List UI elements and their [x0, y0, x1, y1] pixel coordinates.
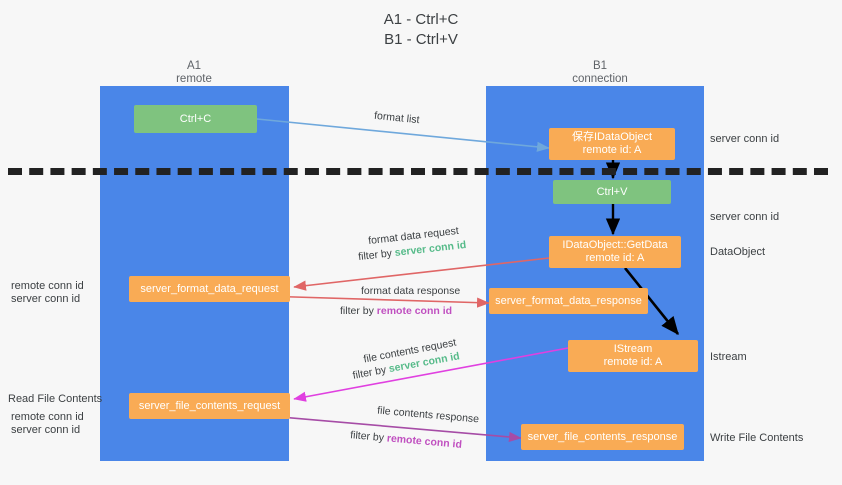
left-label-remote-conn-id-1: remote conn id — [11, 280, 84, 292]
node-server-format-data-response-label: server_format_data_response — [495, 294, 642, 307]
node-istream-title: IStream — [613, 343, 653, 355]
node-server-file-contents-request[interactable]: server_file_contents_request — [129, 393, 290, 419]
edge-label-format-list: format list — [373, 109, 421, 127]
right-label-server-conn-id-mid: server conn id — [710, 211, 780, 223]
node-server-format-data-response[interactable]: server_format_data_response — [489, 288, 648, 314]
filter-prefix: filter by — [349, 429, 388, 445]
column-header-a1-sub: remote — [176, 73, 212, 85]
node-getdata-title: IDataObject::GetData — [562, 239, 668, 251]
node-istream[interactable]: IStream remote id: A — [568, 340, 698, 372]
filter-key-remote-conn-id: remote conn id — [376, 305, 453, 317]
node-ctrl-v-label: Ctrl+V — [596, 185, 628, 198]
node-server-format-data-request-label: server_format_data_request — [140, 282, 279, 295]
node-ctrl-c[interactable]: Ctrl+C — [134, 105, 257, 133]
column-header-b1-name: B1 — [592, 60, 608, 72]
right-label-dataobject: DataObject — [710, 246, 766, 258]
node-server-format-data-request[interactable]: server_format_data_request — [129, 276, 290, 302]
edge-label-file-contents-response-filter: filter by remote conn id — [350, 429, 463, 452]
node-save-idataobject[interactable]: 保存IDataObject remote id: A — [549, 128, 675, 160]
page-title: A1 - Ctrl+C B1 - Ctrl+V — [383, 11, 459, 48]
left-label-read-file-contents: Read File Contents — [8, 393, 103, 405]
column-header-a1-name: A1 — [186, 60, 202, 72]
column-header-a1: A1 remote — [134, 60, 254, 86]
node-server-file-contents-response-label: server_file_contents_response — [527, 430, 678, 443]
left-label-remote-conn-id-2: remote conn id — [11, 411, 84, 423]
node-istream-remote-id: remote id: A — [603, 356, 663, 368]
node-ctrl-v[interactable]: Ctrl+V — [553, 180, 671, 204]
edge-label-file-contents-response: file contents response — [376, 404, 480, 426]
node-server-file-contents-request-label: server_file_contents_request — [138, 399, 281, 412]
column-header-b1-sub: connection — [572, 73, 628, 85]
right-label-write-file-contents: Write File Contents — [710, 432, 804, 444]
edge-label-format-data-response: format data response — [361, 285, 461, 297]
node-idataobject-getdata[interactable]: IDataObject::GetData remote id: A — [549, 236, 681, 268]
edge-label-format-data-response-filter: filter by remote conn id — [340, 305, 452, 318]
node-save-idataobject-remote-id: remote id: A — [582, 144, 642, 156]
node-ctrl-c-label: Ctrl+C — [179, 112, 212, 125]
left-label-server-conn-id-2: server conn id — [11, 424, 81, 436]
right-label-istream: Istream — [710, 351, 747, 363]
node-server-file-contents-response[interactable]: server_file_contents_response — [521, 424, 684, 450]
node-save-idataobject-title: 保存IDataObject — [571, 131, 653, 143]
filter-key-remote-conn-id: remote conn id — [386, 432, 463, 451]
right-label-server-conn-id-top: server conn id — [710, 133, 780, 145]
filter-prefix: filter by — [357, 247, 396, 264]
filter-prefix: filter by — [340, 305, 377, 317]
horizontal-dashed-divider — [8, 168, 828, 175]
column-header-b1: B1 connection — [535, 60, 665, 86]
filter-prefix: filter by — [351, 363, 391, 382]
left-label-server-conn-id-1: server conn id — [11, 293, 81, 305]
node-getdata-remote-id: remote id: A — [585, 252, 645, 264]
